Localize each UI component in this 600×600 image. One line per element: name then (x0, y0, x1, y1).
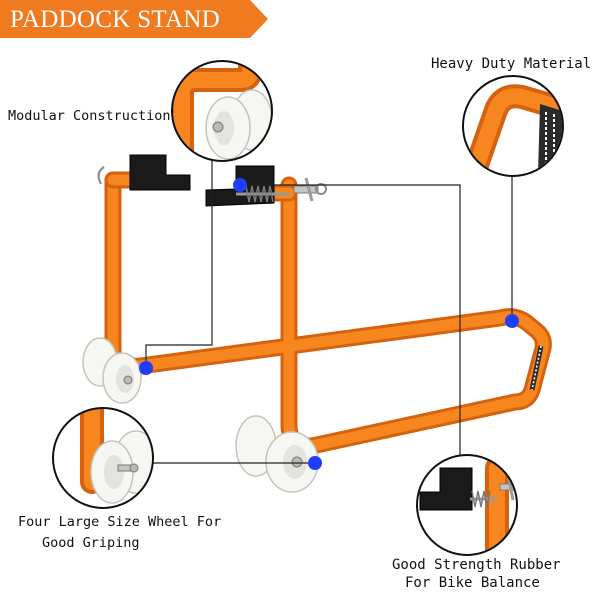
inset-rubber (418, 456, 516, 554)
locking-pin (293, 185, 319, 194)
callout-rubber-line-1: Good Strength Rubber (392, 557, 561, 573)
connector-rubber (240, 184, 461, 455)
pin-ring-icon (315, 183, 327, 195)
rear-hook-icon (97, 166, 105, 185)
inset-heavy-duty (464, 77, 562, 175)
marker-dot-heavy-duty (505, 314, 519, 328)
callout-wheels-line-2: Good Griping (42, 535, 140, 551)
callout-modular: Modular Construction (8, 108, 171, 125)
callout-rubber: Good Strength Rubber For Bike Balance (392, 556, 561, 592)
inset-wheels (54, 409, 152, 507)
inset-bolt-icon (212, 121, 224, 133)
rear-wheel-hub (123, 375, 133, 385)
callout-wheels-line-1: Four Large Size Wheel For (18, 514, 222, 530)
rear-rubber-block (129, 154, 191, 191)
pin-handle (304, 177, 314, 202)
spring-icon (245, 185, 274, 203)
connector-modular (145, 160, 213, 362)
callout-heavy-duty: Heavy Duty Material (431, 56, 591, 73)
marker-dot-modular (139, 361, 153, 375)
callout-modular-line-1: Modular Construction (8, 108, 171, 124)
title-banner (0, 0, 268, 38)
inset-ring-modular (171, 60, 273, 162)
marker-dot-rubber (233, 178, 247, 192)
callout-wheels: Four Large Size Wheel For Good Griping (18, 512, 221, 554)
page-title: PADDOCK STAND (10, 6, 221, 33)
callout-heavy-duty-line-1: Heavy Duty Material (431, 56, 592, 72)
inset-modular (173, 62, 271, 160)
handle-label-marks (531, 345, 542, 391)
front-wheel-hub (291, 456, 303, 468)
callout-rubber-line-2: For Bike Balance (405, 575, 540, 591)
inset-ring-heavy-duty (462, 75, 564, 177)
marker-dot-wheels (308, 456, 322, 470)
inset-ring-rubber (416, 454, 518, 556)
inset-ring-wheels (52, 407, 154, 509)
